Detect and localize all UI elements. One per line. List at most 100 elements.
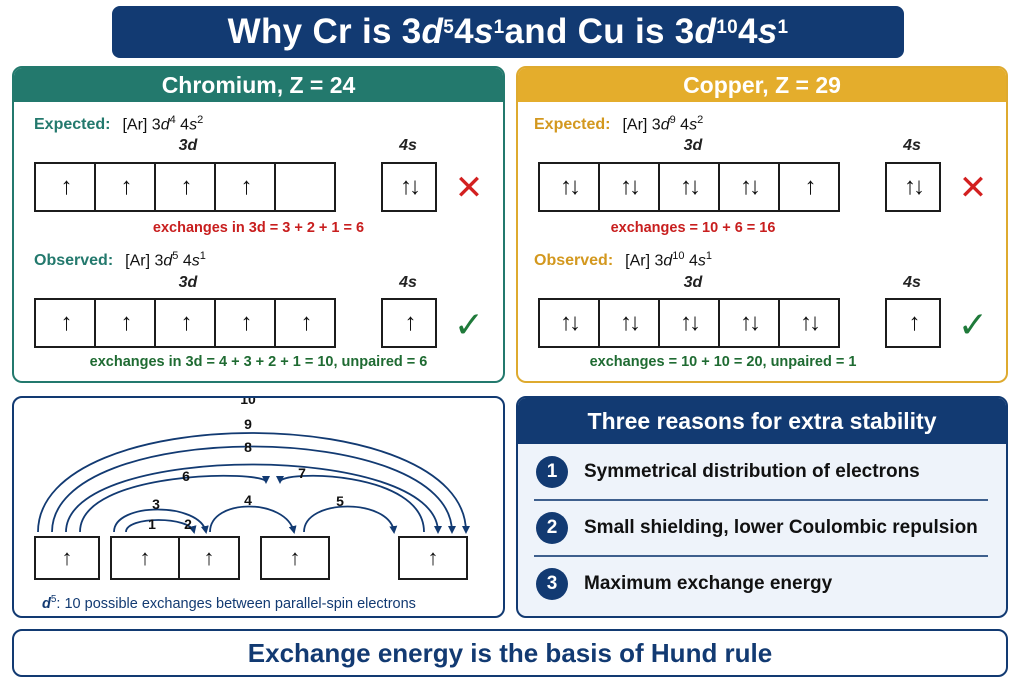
copper-header: Copper, Z = 29 [518,68,1006,102]
title-text: and Cu is 3 [504,12,695,51]
subshell-label-3d: 3d [683,137,703,154]
chromium-expected-config: Expected:[Ar] 3d4 4s2 [34,114,203,134]
title-superscript: 1 [493,17,505,38]
subshell-label-4s: 4s [903,137,921,154]
exchange-arc-1 [125,519,197,534]
chromium-expected-4s-orbital: ↑↓ [381,162,437,212]
copper-expected-config: Expected:[Ar] 3d9 4s2 [534,114,703,134]
reasons-header: Three reasons for extra stability [518,398,1006,444]
reasons-panel: Three reasons for extra stability 1 Symm… [516,396,1008,618]
orbital-box: ↑ [778,162,840,212]
orbital-box: ↑ [94,162,156,212]
exchange-electron-box: ↑ [178,536,240,580]
config-text: [Ar] 3 [122,116,161,134]
exchange-diagram-panel: 10 9 8 6 7 4 3 5 1 2 ↑ ↑ ↑ ↑ ↑ d5: 10 po… [12,396,505,618]
subshell-label-4s: 4s [399,137,417,154]
subshell-label-4s: 4s [399,274,417,291]
caption-text: : 10 possible exchanges between parallel… [56,595,416,612]
red-cross-icon: ✕ [454,169,484,207]
copper-expected-note: exchanges = 10 + 6 = 16 [610,220,776,236]
reason-number-badge: 3 [536,568,568,600]
caption-superscript: 5 [50,594,57,605]
reason-number-badge: 2 [536,512,568,544]
chromium-observed-4s-orbital: ↑ [381,298,437,348]
copper-observed-note: exchanges = 10 + 10 = 20, unpaired = 1 [589,354,857,370]
subshell-label-3d: 3d [683,274,703,291]
subshell-label-3d: 3d [178,274,198,291]
exchange-arc-5 [303,505,398,534]
red-cross-icon: ✕ [958,169,988,207]
config-text: s [189,116,198,134]
orbital-box: ↑ [214,298,276,348]
orbital-box: ↑↓ [718,162,780,212]
exchange-arc-7 [276,474,425,533]
orbital-box: ↑ [214,162,276,212]
config-text: 4 [175,116,190,134]
caption-text: d [42,595,51,612]
title-text: d [421,12,444,51]
reason-item: 1 Symmetrical distribution of electrons [534,446,990,498]
exchange-electron-box: ↑ [398,536,468,580]
orbital-box: ↑ [34,162,96,212]
reason-text: Symmetrical distribution of electrons [584,461,920,482]
title-text: 4 [454,12,474,51]
orbital-box: ↑ [274,298,336,348]
config-superscript: 1 [199,250,206,262]
config-text: s [697,252,706,270]
green-check-icon: ✓ [957,304,989,345]
orbital-box: ↑ [154,298,216,348]
observed-label: Observed: [534,252,614,270]
exchange-electron-box: ↑ [34,536,100,580]
chromium-observed-config: Observed:[Ar] 3d5 4s1 [34,250,206,270]
orbital-box: ↑ [94,298,156,348]
observed-label: Observed: [34,252,114,270]
config-superscript: 10 [672,250,685,262]
config-text: [Ar] 3 [625,252,664,270]
title-superscript: 10 [716,17,738,38]
copper-observed-config: Observed:[Ar] 3d10 4s1 [534,250,712,270]
orbital-box: ↑↓ [538,162,600,212]
chromium-header: Chromium, Z = 24 [14,68,503,102]
title-text: 4 [737,12,758,51]
exchange-arc-6 [79,474,270,533]
exchange-label: 6 [182,468,190,484]
config-text: [Ar] 3 [622,116,661,134]
expected-label: Expected: [34,116,111,134]
exchange-arcs-diagram: 10 9 8 6 7 4 3 5 1 2 [37,398,470,534]
config-text: d [663,252,673,270]
exchange-label: 1 [148,516,156,532]
chromium-panel: Chromium, Z = 24 Expected:[Ar] 3d4 4s2 3… [12,66,505,383]
exchange-label: 3 [152,496,160,512]
orbital-box: ↑ [154,162,216,212]
subshell-label-4s: 4s [903,274,921,291]
reason-item: 2 Small shielding, lower Coulombic repul… [534,502,990,554]
reason-text: Small shielding, lower Coulombic repulsi… [584,517,978,538]
orbital-box: ↑ [34,298,96,348]
reason-number-badge: 1 [536,456,568,488]
chromium-observed-3d-orbitals: ↑ ↑ ↑ ↑ ↑ [34,298,336,348]
orbital-box: ↑↓ [598,298,660,348]
orbital-box: ↑↓ [381,162,437,212]
config-text: 4 [178,252,192,270]
title-superscript: 1 [777,17,789,38]
orbital-box [274,162,336,212]
exchange-arc-10 [37,432,470,534]
exchange-arc-9 [51,445,456,534]
exchange-electron-box: ↑ [110,536,180,580]
exchange-arc-8 [65,463,442,534]
copper-expected-3d-orbitals: ↑↓ ↑↓ ↑↓ ↑↓ ↑ [538,162,840,212]
config-text: d [660,116,670,134]
config-text: d [163,252,173,270]
exchange-label: 2 [184,516,192,532]
exchange-arc-4 [209,505,297,534]
expected-label: Expected: [534,116,611,134]
config-text: 4 [684,252,698,270]
title-superscript: 5 [443,17,455,38]
subshell-label-3d: 3d [178,137,198,154]
chromium-expected-3d-orbitals: ↑ ↑ ↑ ↑ [34,162,336,212]
exchange-label: 7 [298,465,306,481]
copper-observed-3d-orbitals: ↑↓ ↑↓ ↑↓ ↑↓ ↑↓ [538,298,840,348]
orbital-box: ↑ [885,298,941,348]
title-text: s [757,12,778,51]
